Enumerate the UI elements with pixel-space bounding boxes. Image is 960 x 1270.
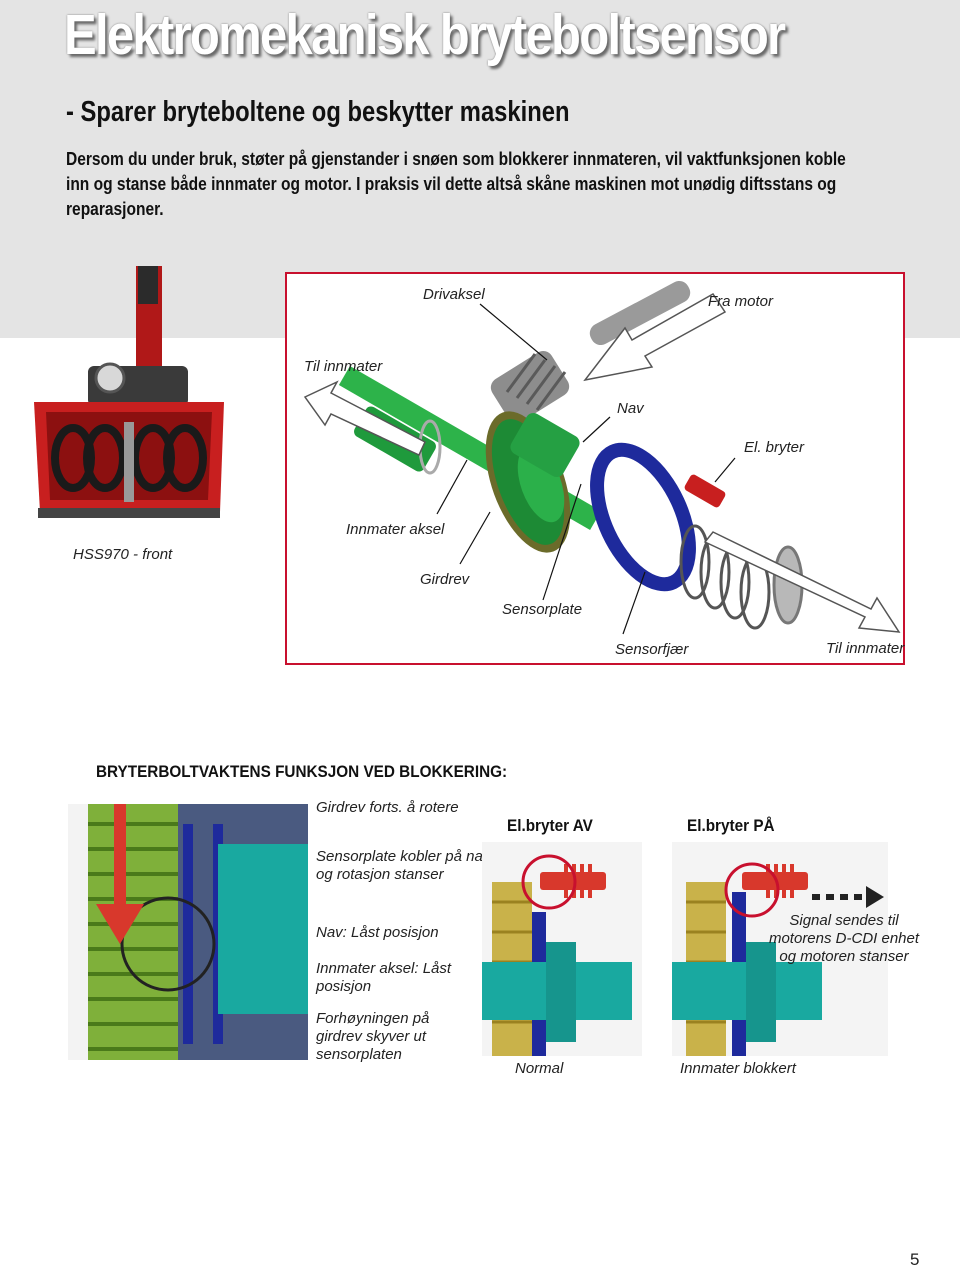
label-el-bryter: El. bryter xyxy=(744,439,805,456)
callout-nav-laast: Nav: Låst posisjon xyxy=(316,924,439,941)
caption-innmater-blokkert: Innmater blokkert xyxy=(680,1060,796,1077)
label-fra-motor: Fra motor xyxy=(708,293,774,310)
label-sensorplate: Sensorplate xyxy=(502,601,583,618)
blocked-state-illustration xyxy=(672,842,888,1056)
callout-girdrev-forts: Girdrev forts. å rotere xyxy=(316,799,459,816)
label-hss970: HSS970 - front xyxy=(73,546,173,563)
label-til-innmater-bottom: Til innmater xyxy=(826,640,905,657)
label-til-innmater-top: Til innmater xyxy=(304,358,383,375)
label-drivaksel: Drivaksel xyxy=(423,286,485,303)
normal-state-illustration xyxy=(482,842,642,1056)
callout-innmater-aksel: Innmater aksel: Låst posisjon xyxy=(316,960,452,995)
snowblower-front-illustration xyxy=(34,266,224,518)
signal-note: Signal sendes til motorens D-CDI enhet o… xyxy=(768,912,920,965)
blocked-gear-illustration xyxy=(68,804,308,1060)
label-innmater-aksel: Innmater aksel xyxy=(346,521,445,538)
callout-forhoyningen: Forhøyningen på girdrev skyver ut sensor… xyxy=(316,1010,430,1063)
section-heading: BRYTERBOLTVAKTENS FUNKSJON VED BLOKKERIN… xyxy=(96,762,508,781)
page-subtitle: - Sparer bryteboltene og beskytter maski… xyxy=(66,96,570,128)
exploded-diagram xyxy=(303,280,901,635)
callout-sensorplate: Sensorplate kobler på nav og rotasjon st… xyxy=(316,848,491,883)
page-title: Elektromekanisk bryteboltsensor xyxy=(64,3,786,67)
label-el-bryter-av: El.bryter AV xyxy=(507,816,593,835)
label-nav: Nav xyxy=(617,400,644,417)
page-number: 5 xyxy=(910,1250,920,1269)
label-girdrev: Girdrev xyxy=(420,571,470,588)
intro-paragraph: Dersom du under bruk, støter på gjenstan… xyxy=(66,148,846,219)
caption-normal: Normal xyxy=(515,1060,564,1077)
label-sensorfjaer: Sensorfjær xyxy=(615,641,689,658)
label-el-bryter-pa: El.bryter PÅ xyxy=(687,816,775,835)
